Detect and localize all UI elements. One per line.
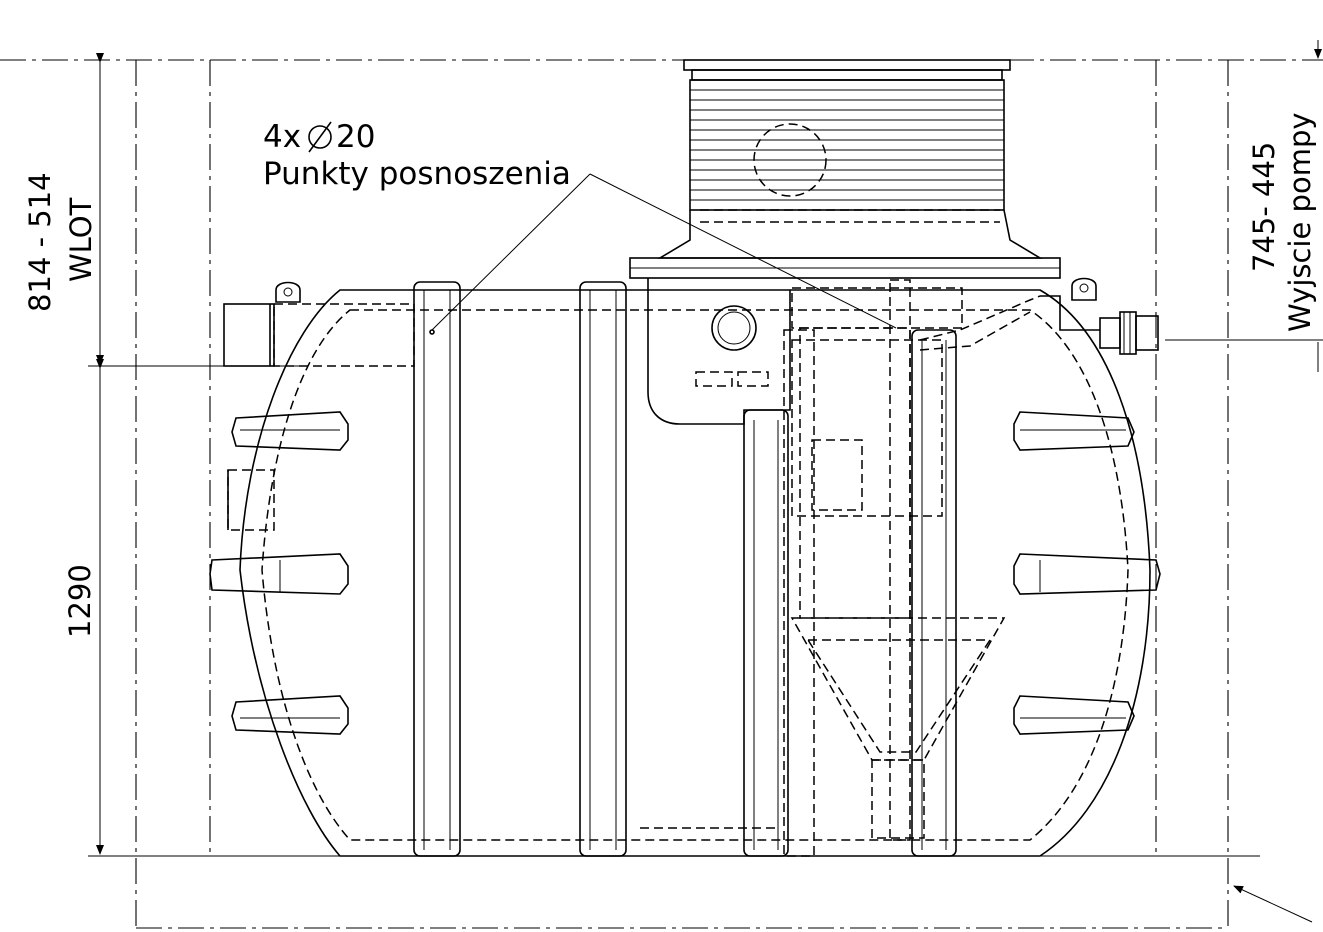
- lift-points-diameter: 20: [336, 119, 375, 155]
- inlet-pipe: [223, 303, 415, 531]
- labels: 4x 20 Punkty posnoszenia 814 - 514 WLOT …: [23, 112, 1317, 638]
- leader-lines: [431, 173, 897, 331]
- inlet-label: WLOT: [64, 197, 98, 282]
- lifting-eyes: [275, 277, 1097, 303]
- reinforcement-ribs: [413, 281, 957, 857]
- manhole: [629, 59, 1061, 279]
- outlet-connector: [1099, 311, 1159, 355]
- outlet-label: Wyjscie pompy: [1283, 112, 1317, 332]
- lift-points-text: Punkty posnoszenia: [263, 156, 571, 192]
- lift-points-qty: 4x: [263, 119, 301, 155]
- diameter-symbol-icon: [308, 121, 332, 153]
- lifting-lugs-right: [1013, 411, 1161, 735]
- inlet-dimension: 814 - 514: [23, 172, 57, 312]
- lifting-lugs-left: [209, 411, 349, 735]
- reference-lines: [0, 59, 1323, 929]
- height-dimension: 1290: [63, 564, 97, 638]
- pump-housing: [640, 278, 1100, 857]
- outlet-dimension: 745- 445: [1247, 142, 1281, 272]
